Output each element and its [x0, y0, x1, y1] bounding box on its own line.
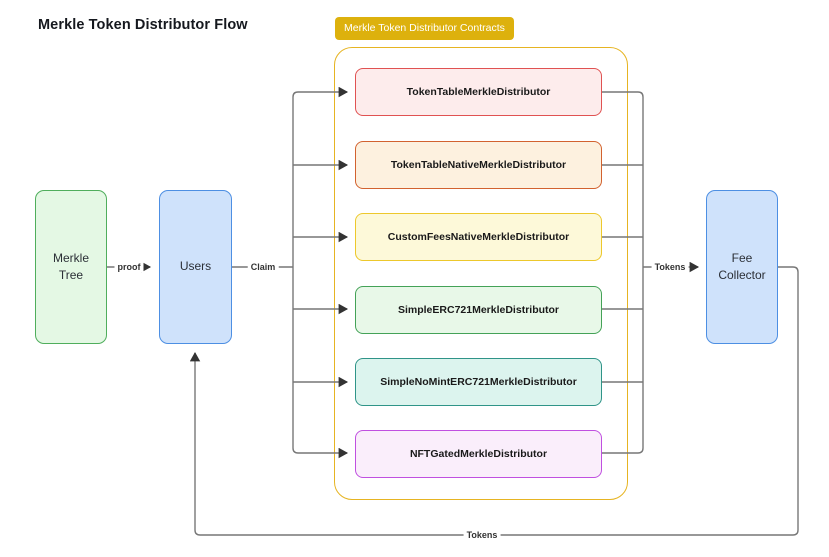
edge-label-tokens-bottom: Tokens [463, 530, 501, 540]
node-tokentable-native-merkle-distributor: TokenTableNativeMerkleDistributor [355, 141, 602, 189]
node-simple-erc721-merkle-distributor: SimpleERC721MerkleDistributor [355, 286, 602, 334]
edge-label-tokens-right: Tokens [651, 262, 689, 272]
edge-label-proof: proof [114, 262, 144, 272]
node-customfees-native-merkle-distributor: CustomFeesNativeMerkleDistributor [355, 213, 602, 261]
edge-claim-trunk [292, 91, 299, 454]
node-fee-collector-label: Fee Collector [718, 250, 766, 282]
contract-label: TokenTableNativeMerkleDistributor [390, 159, 567, 171]
node-nftgated-merkle-distributor: NFTGatedMerkleDistributor [355, 430, 602, 478]
node-merkle-tree: Merkle Tree [35, 190, 107, 344]
diagram-title: Merkle Token Distributor Flow [38, 17, 248, 33]
node-users-label: Users [179, 259, 212, 274]
contract-label: NFTGatedMerkleDistributor [409, 448, 548, 460]
contract-label: TokenTableMerkleDistributor [406, 86, 551, 98]
node-fee-collector: Fee Collector [706, 190, 778, 344]
edge-label-claim: Claim [247, 262, 279, 272]
contract-label: CustomFeesNativeMerkleDistributor [387, 231, 570, 243]
contract-label: SimpleERC721MerkleDistributor [397, 304, 560, 316]
contract-label: SimpleNoMintERC721MerkleDistributor [380, 376, 577, 388]
node-simple-nomint-erc721-merkle-distributor: SimpleNoMintERC721MerkleDistributor [355, 358, 602, 406]
node-users: Users [159, 190, 232, 344]
node-merkle-tree-label: Merkle Tree [52, 250, 89, 282]
contracts-group-label: Merkle Token Distributor Contracts [335, 17, 514, 40]
node-tokentable-merkle-distributor: TokenTableMerkleDistributor [355, 68, 602, 116]
